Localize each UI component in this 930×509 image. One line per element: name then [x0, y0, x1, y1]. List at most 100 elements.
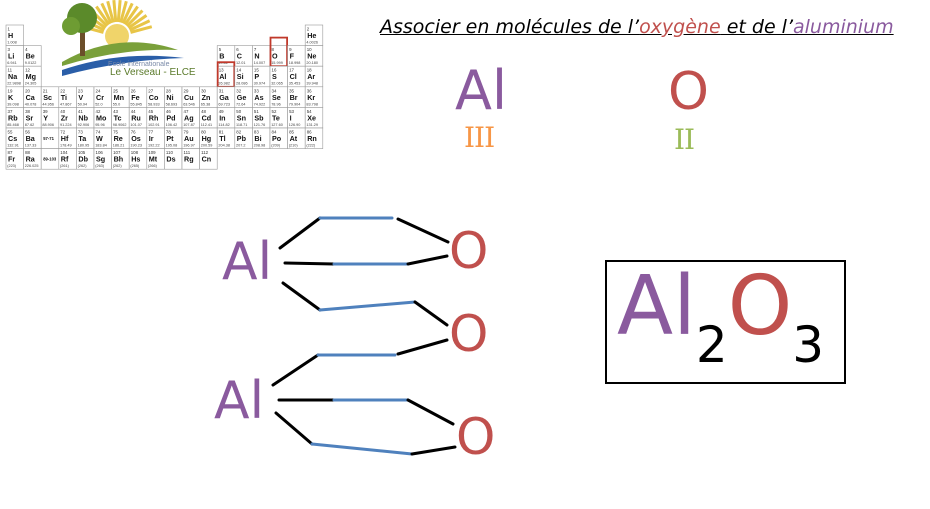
- atomic-mass: 87.62: [25, 123, 35, 127]
- atomic-mass: (262): [113, 164, 123, 168]
- atomic-mass: 22.9898: [7, 82, 21, 86]
- atomic-number: 28: [166, 88, 171, 93]
- atomic-number: 44: [131, 109, 136, 114]
- element-symbol: Te: [272, 113, 280, 122]
- logo-line-2: Le Verseau - ELCE: [110, 67, 196, 78]
- element-symbol: K: [8, 93, 14, 102]
- formula-subscript-oxygen: 3: [792, 316, 825, 374]
- atomic-number: 16: [272, 68, 277, 73]
- atomic-mass: 18.998: [289, 61, 301, 65]
- atomic-number: 30: [201, 88, 206, 93]
- element-symbol: 57-71: [43, 136, 54, 141]
- heading-text-1: Associer en molécules de l’: [380, 16, 640, 38]
- atomic-mass: 12.01: [236, 61, 246, 65]
- bond-line: [406, 254, 449, 266]
- atomic-number: 32: [236, 88, 241, 93]
- element-symbol: Y: [43, 113, 48, 122]
- element-symbol: Os: [131, 134, 141, 143]
- atomic-mass: (261): [60, 164, 70, 168]
- aluminium-symbol: Al: [455, 59, 507, 122]
- atomic-mass: 39.098: [7, 102, 19, 106]
- element-symbol: Xe: [307, 113, 316, 122]
- sun-ray: [119, 0, 128, 23]
- atomic-number: 104: [60, 150, 68, 155]
- atomic-number: 110: [166, 150, 174, 155]
- atomic-mass: 55.0: [113, 102, 120, 106]
- atomic-mass: (222): [306, 144, 316, 148]
- atomic-number: 86: [307, 130, 312, 135]
- atomic-mass: 52.0: [95, 102, 102, 106]
- atomic-mass: 107.87: [183, 123, 195, 127]
- atomic-mass: 83.798: [306, 102, 318, 106]
- atomic-number: 75: [113, 130, 118, 135]
- element-symbol: Li: [8, 52, 14, 61]
- atomic-mass: 92.906: [78, 123, 90, 127]
- atomic-mass: 63.546: [183, 102, 195, 106]
- atomic-mass: 190.23: [130, 144, 142, 148]
- element-symbol: Cs: [8, 134, 17, 143]
- sun-ray: [95, 5, 111, 26]
- element-symbol: Cu: [184, 93, 194, 102]
- atomic-mass: 98.9062: [113, 123, 127, 127]
- atomic-mass: 44.956: [42, 102, 54, 106]
- atomic-mass: 208.98: [254, 144, 266, 148]
- atomic-number: 24: [96, 88, 101, 93]
- atomic-number: 8: [272, 47, 275, 52]
- sun-icon: [105, 24, 129, 48]
- atomic-number: 35: [289, 88, 294, 93]
- atomic-mass: 180.95: [78, 144, 90, 148]
- atomic-mass: (209): [271, 144, 281, 148]
- atomic-number: 50: [236, 109, 241, 114]
- atomic-mass: 78.96: [271, 102, 281, 106]
- atomic-mass: 74.922: [254, 102, 266, 106]
- formula-box: Al2O3: [605, 260, 846, 384]
- atomic-number: 48: [201, 109, 206, 114]
- atomic-mass: 101.07: [130, 123, 142, 127]
- atomic-number: 79: [184, 130, 189, 135]
- atomic-mass: 91.224: [60, 123, 72, 127]
- atomic-mass: 28.086: [236, 82, 248, 86]
- atomic-number: 74: [96, 130, 101, 135]
- tree-trunk-icon: [80, 26, 85, 56]
- hill-icon: [62, 42, 178, 66]
- element-symbol: Kr: [307, 93, 315, 102]
- bond-line: [413, 300, 449, 327]
- sun-ray: [116, 0, 122, 23]
- atomic-number: 33: [254, 88, 259, 93]
- atomic-number: 109: [148, 150, 156, 155]
- element-symbol: Fe: [131, 93, 139, 102]
- sun-ray: [130, 25, 153, 34]
- atomic-number: 18: [307, 68, 312, 73]
- element-symbol: Ag: [184, 113, 194, 122]
- atomic-mass: 195.08: [166, 144, 178, 148]
- atomic-number: 77: [148, 130, 153, 135]
- logo-line-1: Ecole internationale: [108, 61, 170, 68]
- atomic-mass: 178.49: [60, 144, 72, 148]
- element-symbol: Ds: [166, 155, 175, 164]
- atomic-mass: 127.60: [271, 123, 283, 127]
- diagram-aluminium-top: Al: [222, 232, 273, 292]
- element-symbol: Mt: [149, 155, 158, 164]
- element-symbol: Cl: [290, 72, 297, 81]
- atomic-number: 6: [236, 47, 239, 52]
- element-symbol: Se: [272, 93, 281, 102]
- element-symbol: Hf: [61, 134, 69, 143]
- atomic-number: 31: [219, 88, 224, 93]
- atomic-number: 2: [307, 27, 310, 32]
- atomic-number: 9: [289, 47, 292, 52]
- atomic-number: 51: [254, 109, 259, 114]
- page-heading: Associer en molécules de l’oxygène et de…: [380, 16, 894, 38]
- element-symbol: Cd: [202, 113, 212, 122]
- element-symbol: Sg: [96, 155, 105, 164]
- sun-ray: [125, 9, 144, 28]
- atomic-mass: 30.974: [254, 82, 266, 86]
- sun-ray: [100, 2, 113, 24]
